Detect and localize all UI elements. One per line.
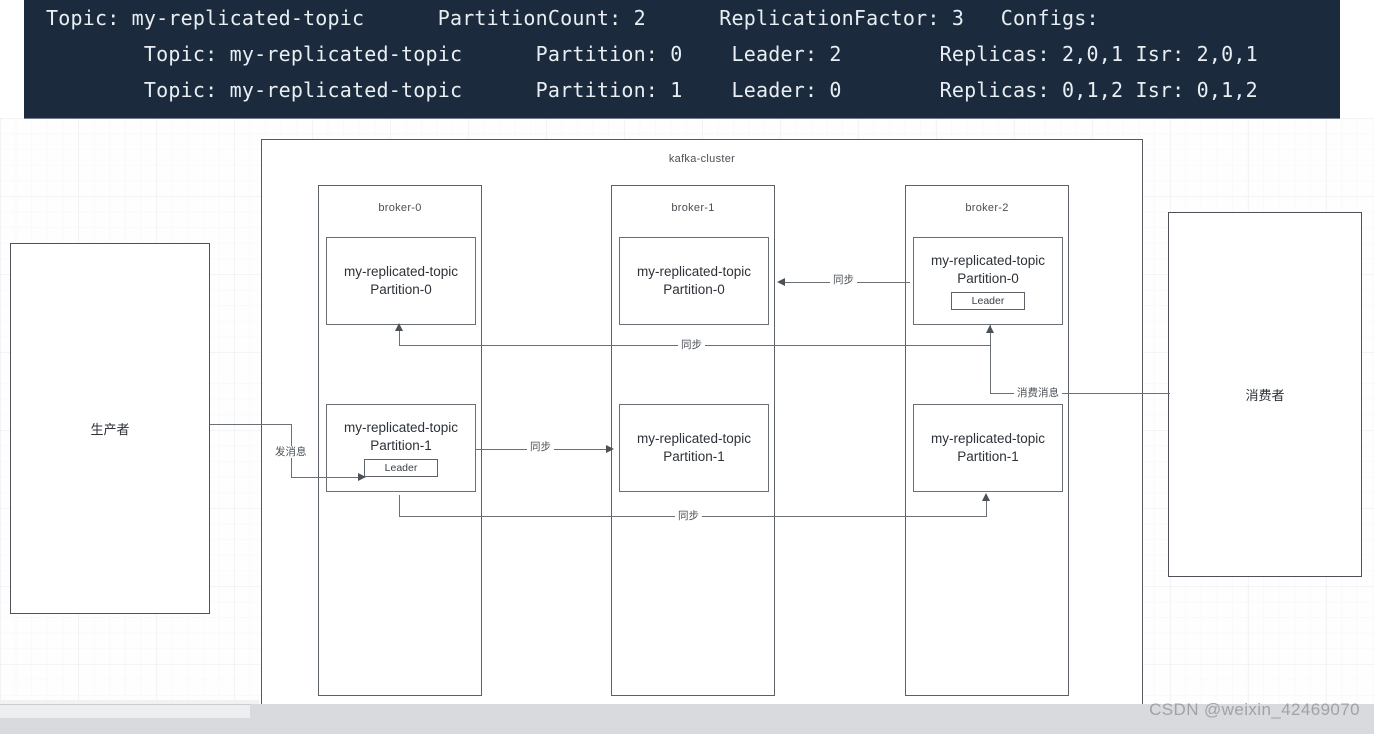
broker-0-label: broker-0 xyxy=(378,202,422,214)
edge-sync-b0p1-b2p1-seg1 xyxy=(399,495,401,517)
edge-sync-b0p1-b2p1-arrow xyxy=(982,493,990,501)
horizontal-scrollbar-thumb[interactable] xyxy=(0,704,250,718)
partition-topic-name: my-replicated-topic xyxy=(343,264,459,279)
partition-index-label: Partition-0 xyxy=(957,271,1019,286)
edge-sync-b0p1-b1p1-arrow xyxy=(606,445,614,453)
partition-index-label: Partition-1 xyxy=(370,438,432,453)
broker-2-label: broker-2 xyxy=(965,202,1009,214)
partition-index-label: Partition-0 xyxy=(370,282,432,297)
partition-topic-name: my-replicated-topic xyxy=(930,431,1046,446)
broker-1-partition-1: my-replicated-topic Partition-1 xyxy=(619,404,769,492)
partition-topic-name: my-replicated-topic xyxy=(636,431,752,446)
broker-1-label: broker-1 xyxy=(671,202,715,214)
leader-badge: Leader xyxy=(363,459,439,477)
partition-topic-name: my-replicated-topic xyxy=(930,253,1046,268)
edge-sync-b0p1-b1p1-label: 同步 xyxy=(527,441,554,453)
broker-2-box: broker-2 my-replicated-topic Partition-0… xyxy=(905,185,1069,696)
edge-sync-b2p0-b0p0-seg3 xyxy=(399,330,401,346)
kafka-cluster-label: kafka-cluster xyxy=(668,153,736,165)
edge-consume-message-arrow xyxy=(986,325,994,333)
broker-0-box: broker-0 my-replicated-topic Partition-0… xyxy=(318,185,482,696)
broker-2-partition-0: my-replicated-topic Partition-0 Leader xyxy=(913,237,1063,325)
edge-sync-b2p0-b0p0-label: 同步 xyxy=(678,339,705,351)
edge-sync-b2p0-b1p0-label: 同步 xyxy=(830,274,857,286)
edge-consume-message-seg2 xyxy=(990,332,992,394)
broker-1-partition-0: my-replicated-topic Partition-0 xyxy=(619,237,769,325)
terminal-line-partition-1: Topic: my-replicated-topic Partition: 1 … xyxy=(46,78,1258,102)
edge-consume-message-seg1 xyxy=(990,393,1170,395)
broker-2-partition-1: my-replicated-topic Partition-1 xyxy=(913,404,1063,492)
watermark-text: CSDN @weixin_42469070 xyxy=(1149,700,1360,719)
partition-index-label: Partition-1 xyxy=(663,449,725,464)
broker-0-partition-0: my-replicated-topic Partition-0 xyxy=(326,237,476,325)
partition-index-label: Partition-0 xyxy=(663,282,725,297)
producer-box: 生产者 xyxy=(10,243,210,614)
edge-send-message-arrow xyxy=(358,473,366,481)
edge-sync-b2p0-b0p0-arrow xyxy=(395,323,403,331)
edge-consume-message-label: 消费消息 xyxy=(1014,387,1062,399)
edge-send-message-label: 发消息 xyxy=(272,446,310,458)
edge-send-message-seg1 xyxy=(210,424,292,426)
partition-topic-name: my-replicated-topic xyxy=(636,264,752,279)
partition-index-label: Partition-1 xyxy=(957,449,1019,464)
edge-send-message-seg3 xyxy=(291,477,361,479)
edge-sync-b0p1-b2p1-label: 同步 xyxy=(675,510,702,522)
broker-0-partition-1: my-replicated-topic Partition-1 Leader xyxy=(326,404,476,492)
consumer-box: 消费者 xyxy=(1168,212,1362,577)
edge-sync-b2p0-b1p0-arrow xyxy=(777,278,785,286)
leader-badge: Leader xyxy=(950,292,1026,310)
partition-topic-name: my-replicated-topic xyxy=(343,420,459,435)
producer-label: 生产者 xyxy=(90,422,130,437)
consumer-label: 消费者 xyxy=(1245,388,1285,403)
terminal-line-partition-0: Topic: my-replicated-topic Partition: 0 … xyxy=(46,42,1258,66)
terminal-output-panel: Topic: my-replicated-topic PartitionCoun… xyxy=(24,0,1340,118)
terminal-line-topic-summary: Topic: my-replicated-topic PartitionCoun… xyxy=(46,6,1099,30)
broker-1-box: broker-1 my-replicated-topic Partition-0… xyxy=(611,185,775,696)
edge-sync-b0p1-b2p1-seg3 xyxy=(986,500,988,517)
